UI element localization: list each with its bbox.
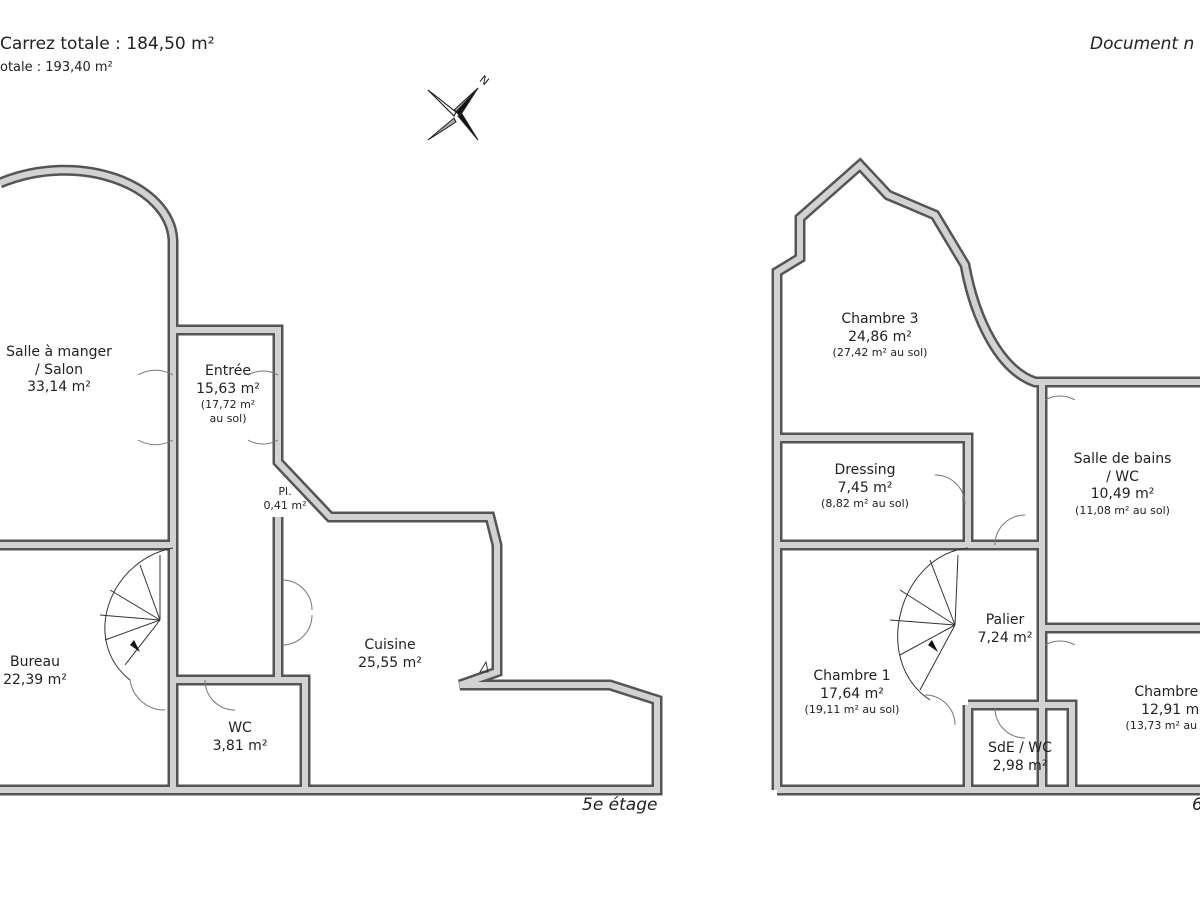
walls-fill: [0, 160, 1200, 793]
room-salle-a-manger: Salle à manger / Salon 33,14 m²: [0, 344, 118, 397]
room-floor-area: (11,08 m² au sol): [1075, 503, 1170, 517]
document-note: Document n: [1090, 34, 1195, 54]
room-cuisine: Cuisine 25,55 m²: [340, 637, 440, 672]
room-dressing: Dressing 7,45 m² (8,82 m² au sol): [785, 462, 945, 511]
carrez-total: Carrez totale : 184,50 m²: [0, 34, 215, 54]
stair-arrow-icon: [130, 640, 140, 652]
room-sde-wc: SdE / WC 2,98 m²: [970, 740, 1070, 775]
doors: [129, 369, 1076, 739]
room-name: Cuisine: [364, 637, 416, 653]
room-floor-area: (19,11 m² au sol): [804, 703, 900, 716]
room-name: SdE / WC: [988, 740, 1052, 756]
sol-total: otale : 193,40 m²: [0, 60, 113, 75]
room-area: 3,81 m²: [212, 737, 268, 754]
room-area: 22,39 m²: [3, 671, 67, 688]
room-area: 12,91 m²: [1141, 701, 1200, 718]
room-name: Bureau: [10, 654, 60, 670]
room-chambre-2: Chambre 2 12,91 m² (13,73 m² au sol): [1108, 684, 1200, 733]
room-name: / Salon: [35, 361, 83, 378]
room-name: Chambre 1: [813, 668, 891, 684]
room-name: Chambre 3: [841, 311, 919, 327]
room-floor-area: (27,42 m² au sol): [832, 346, 928, 359]
room-placard: Pl. 0,41 m²: [255, 485, 315, 513]
room-area: 7,24 m²: [977, 629, 1033, 646]
room-entree: Entrée 15,63 m² (17,72 m² au sol): [178, 363, 278, 426]
stair-arrow-icon: [928, 640, 938, 652]
room-area: 17,64 m²: [820, 685, 884, 702]
room-name: Dressing: [834, 462, 896, 478]
walls-outline: [0, 157, 1200, 796]
floor-label-6: 6: [1192, 795, 1200, 815]
room-palier: Palier 7,24 m²: [965, 612, 1045, 647]
room-area: 33,14 m²: [27, 379, 91, 395]
room-floor-area: (8,82 m² au sol): [821, 497, 909, 510]
room-floor-area: (13,73 m² au sol): [1125, 719, 1200, 732]
column-marker: [479, 660, 489, 673]
room-area: 25,55 m²: [358, 654, 422, 671]
staircase-5: [99, 547, 174, 681]
room-salle-de-bains: Salle de bains / WC 10,49 m² (11,08 m² a…: [1045, 451, 1200, 517]
room-bureau: Bureau 22,39 m²: [0, 654, 70, 689]
room-name: Salle à manger: [6, 344, 112, 360]
room-name: Palier: [985, 612, 1025, 628]
room-name: Entrée: [205, 363, 251, 379]
room-name: Pl.: [278, 485, 292, 498]
room-name: Chambre 2: [1134, 684, 1200, 700]
room-area: 24,86 m²: [848, 328, 912, 345]
room-name: / WC: [1106, 468, 1139, 485]
room-floor-area: au sol): [209, 411, 247, 425]
room-name: Salle de bains: [1073, 451, 1172, 467]
room-area: 15,63 m²: [196, 380, 260, 397]
room-chambre-3: Chambre 3 24,86 m² (27,42 m² au sol): [800, 311, 960, 360]
room-area: 2,98 m²: [992, 757, 1048, 774]
room-chambre-1: Chambre 1 17,64 m² (19,11 m² au sol): [782, 668, 922, 717]
compass-icon: [427, 87, 479, 141]
room-name: WC: [228, 720, 252, 736]
room-area: 7,45 m²: [837, 479, 893, 496]
room-area: 10,49 m²: [1090, 486, 1155, 502]
room-wc: WC 3,81 m²: [190, 720, 290, 755]
floor-label-5: 5e étage: [582, 795, 658, 815]
staircase-6: [889, 547, 969, 701]
room-area: 0,41 m²: [263, 498, 307, 512]
room-floor-area: (17,72 m²: [200, 398, 256, 411]
